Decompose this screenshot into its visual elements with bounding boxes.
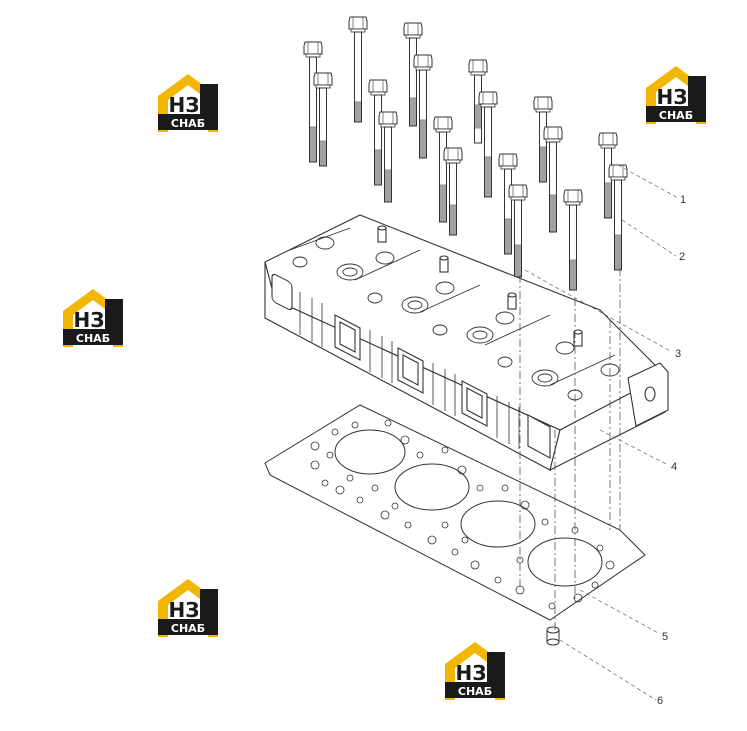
svg-text:СНАБ: СНАБ [458, 685, 492, 698]
svg-text:НЗ: НЗ [456, 661, 487, 685]
logo-watermark-2: НЗ СНАБ [646, 66, 706, 124]
callout-2: 2 [679, 251, 685, 263]
cylinder-head [264, 214, 669, 472]
svg-text:НЗ: НЗ [169, 598, 200, 622]
bolt [433, 116, 453, 223]
head-bolts [303, 16, 628, 291]
bolt [368, 79, 388, 186]
bolt [563, 189, 583, 291]
dowel-pin [546, 626, 560, 646]
logo-watermark-5: НЗ СНАБ [445, 642, 505, 700]
callout-1: 1 [680, 194, 686, 206]
svg-text:НЗ: НЗ [74, 308, 105, 332]
bolt [348, 16, 368, 123]
callout-4: 4 [671, 461, 677, 473]
bolt [498, 153, 518, 255]
callout-5: 5 [662, 631, 668, 643]
svg-text:НЗ: НЗ [657, 85, 688, 109]
bolt [543, 126, 563, 233]
leader-lines [524, 164, 679, 701]
logo-watermark-3: НЗ СНАБ [63, 289, 123, 347]
head-gasket [264, 404, 646, 621]
bolt [403, 22, 423, 127]
callout-6: 6 [657, 695, 663, 707]
bolt [443, 147, 463, 236]
callout-3: 3 [675, 348, 681, 360]
callout-labels: 1 2 3 4 5 6 [657, 194, 686, 707]
bolt [598, 132, 618, 219]
svg-text:СНАБ: СНАБ [171, 117, 205, 130]
svg-text:СНАБ: СНАБ [659, 109, 693, 122]
svg-text:СНАБ: СНАБ [76, 332, 110, 345]
bolt [313, 72, 333, 167]
bolt [478, 91, 498, 198]
svg-text:НЗ: НЗ [169, 93, 200, 117]
logo-watermark-4: НЗ СНАБ [158, 579, 218, 637]
bolt [413, 54, 433, 159]
bolt [468, 59, 488, 144]
logo-watermark-1: НЗ СНАБ [158, 74, 218, 132]
bolt [303, 41, 323, 163]
svg-text:СНАБ: СНАБ [171, 622, 205, 635]
bolt [378, 111, 398, 203]
alignment-lines [519, 268, 621, 630]
bolt [533, 96, 553, 183]
bolt [608, 164, 628, 271]
